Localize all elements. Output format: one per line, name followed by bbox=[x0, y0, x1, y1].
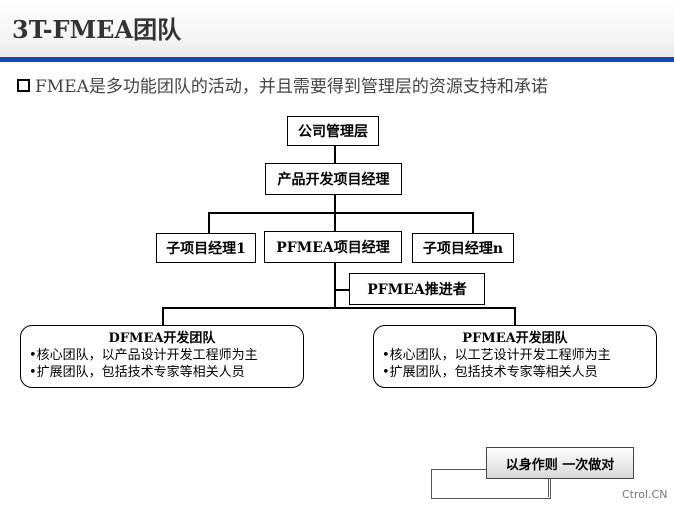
connector-team-bar bbox=[162, 307, 515, 309]
pfmea-team-item: •扩展团队，包括技术专家等相关人员 bbox=[382, 365, 598, 380]
connector-sub-bar bbox=[208, 212, 473, 214]
dfmea-team-item: •扩展团队，包括技术专家等相关人员 bbox=[29, 365, 245, 380]
square-bullet-icon bbox=[17, 79, 30, 92]
motto-stamp: 以身作则 一次做对 bbox=[486, 447, 634, 479]
org-box-sub-manager-n: 子项目经理n bbox=[412, 233, 514, 263]
connector-top-manager bbox=[334, 145, 336, 163]
connector-pm-teams bbox=[334, 263, 336, 307]
watermark: Ctrol.CN bbox=[622, 488, 668, 501]
title-rule bbox=[0, 57, 674, 62]
title-bar bbox=[0, 0, 674, 58]
pfmea-team-box: PFMEA开发团队 •核心团队，以工艺设计开发工程师为主 •扩展团队，包括技术专… bbox=[373, 325, 657, 388]
connector-pfmea bbox=[514, 307, 516, 325]
org-box-pfmea-manager: PFMEA项目经理 bbox=[264, 231, 402, 263]
connector-sub1 bbox=[208, 212, 210, 233]
org-box-sub-manager-1: 子项目经理1 bbox=[156, 233, 256, 263]
connector-dfmea bbox=[162, 307, 164, 325]
connector-promoter bbox=[334, 289, 349, 291]
dfmea-team-item: •核心团队，以产品设计开发工程师为主 bbox=[29, 348, 258, 363]
pfmea-team-item: •核心团队，以工艺设计开发工程师为主 bbox=[382, 348, 611, 363]
slide-title: 3T-FMEA团队 bbox=[12, 15, 182, 44]
connector-pfmea-pm bbox=[334, 212, 336, 231]
connector-subn bbox=[472, 212, 474, 233]
dfmea-team-box: DFMEA开发团队 •核心团队，以产品设计开发工程师为主 •扩展团队，包括技术专… bbox=[20, 325, 304, 388]
bullet-text: FMEA是多功能团队的活动，并且需要得到管理层的资源支持和承诺 bbox=[35, 77, 548, 97]
org-box-product-dev-manager: 产品开发项目经理 bbox=[265, 163, 402, 195]
connector-manager-bar bbox=[334, 195, 336, 212]
pfmea-team-title: PFMEA开发团队 bbox=[462, 331, 568, 346]
org-box-pfmea-promoter: PFMEA推进者 bbox=[349, 273, 485, 305]
stamp-tail bbox=[548, 479, 549, 497]
dfmea-team-title: DFMEA开发团队 bbox=[108, 331, 216, 346]
org-box-company-management: 公司管理层 bbox=[287, 116, 379, 146]
